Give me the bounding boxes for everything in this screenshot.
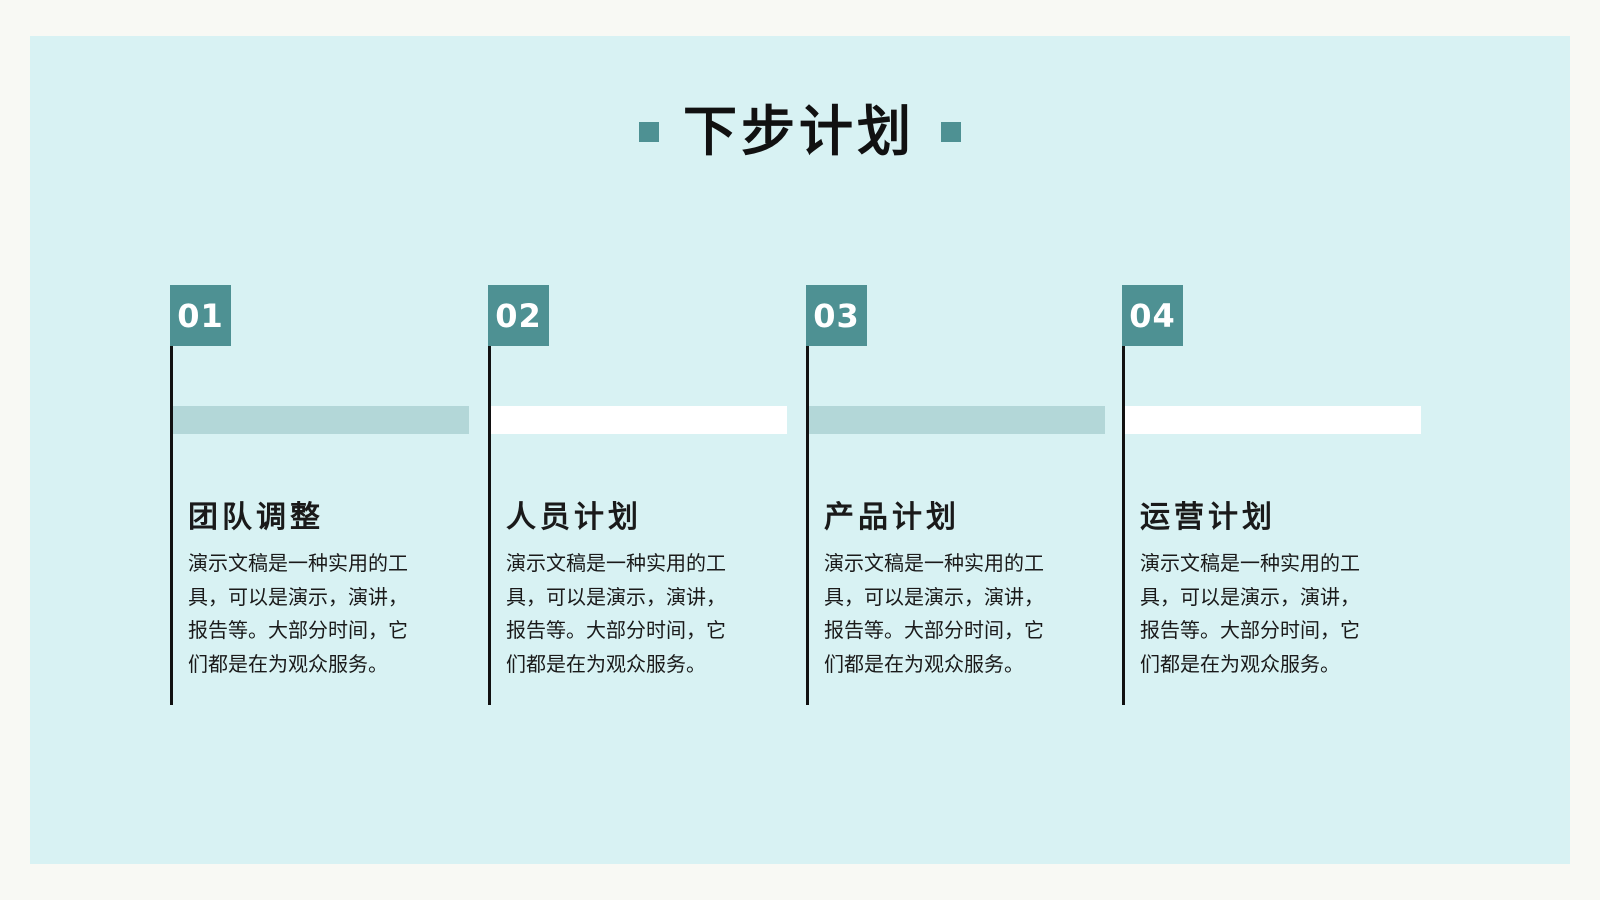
step-bar [809, 406, 1105, 434]
step-number-badge: 04 [1122, 285, 1183, 346]
step-pole [488, 285, 491, 705]
slide-title-row: 下步计划 [0, 92, 1600, 172]
step-description: 演示文稿是一种实用的工具，可以是演示，演讲，报告等。大部分时间，它们都是在为观众… [506, 551, 726, 676]
step-bar [1125, 406, 1421, 434]
step-card-03: 03 产品计划 演示文稿是一种实用的工具，可以是演示，演讲，报告等。大部分时间，… [806, 285, 1126, 705]
slide-title: 下步计划 [683, 100, 915, 163]
step-card-01: 01 团队调整 演示文稿是一种实用的工具，可以是演示，演讲，报告等。大部分时间，… [170, 285, 490, 705]
step-title: 人员计划 [506, 500, 642, 535]
step-bar [173, 406, 469, 434]
slide-panel [30, 36, 1570, 864]
title-right-square-icon [941, 122, 961, 142]
step-title: 运营计划 [1140, 500, 1276, 535]
step-description: 演示文稿是一种实用的工具，可以是演示，演讲，报告等。大部分时间，它们都是在为观众… [824, 551, 1044, 676]
step-bar [491, 406, 787, 434]
step-card-04: 04 运营计划 演示文稿是一种实用的工具，可以是演示，演讲，报告等。大部分时间，… [1122, 285, 1442, 705]
step-number-badge: 02 [488, 285, 549, 346]
step-pole [1122, 285, 1125, 705]
step-number-badge: 01 [170, 285, 231, 346]
step-number-badge: 03 [806, 285, 867, 346]
step-pole [806, 285, 809, 705]
title-left-square-icon [639, 122, 659, 142]
step-pole [170, 285, 173, 705]
step-description: 演示文稿是一种实用的工具，可以是演示，演讲，报告等。大部分时间，它们都是在为观众… [1140, 551, 1360, 676]
slide-title-group: 下步计划 [639, 92, 961, 172]
step-title: 团队调整 [188, 500, 324, 535]
step-title: 产品计划 [824, 500, 960, 535]
step-card-02: 02 人员计划 演示文稿是一种实用的工具，可以是演示，演讲，报告等。大部分时间，… [488, 285, 808, 705]
step-description: 演示文稿是一种实用的工具，可以是演示，演讲，报告等。大部分时间，它们都是在为观众… [188, 551, 408, 676]
